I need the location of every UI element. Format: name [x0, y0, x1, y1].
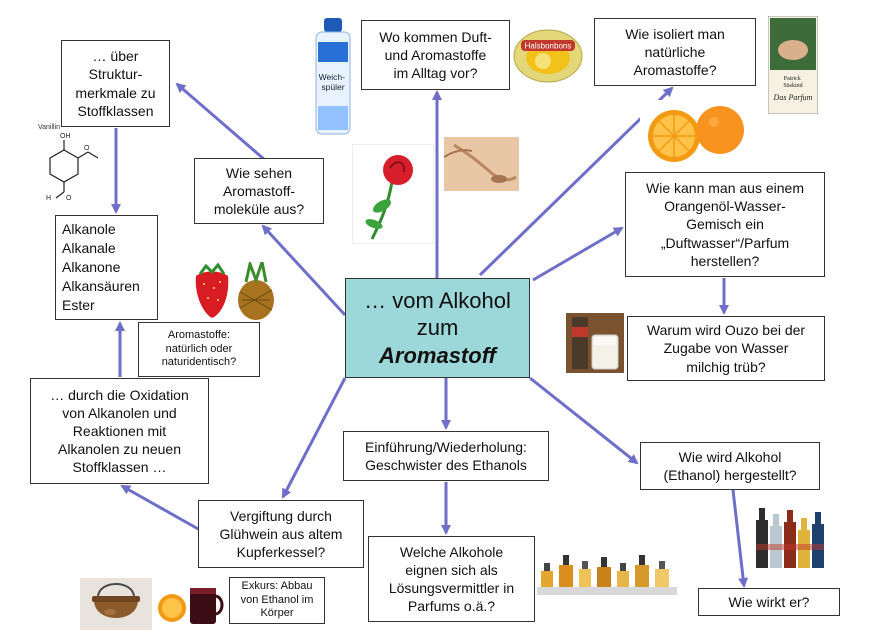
box-wie-kann: Wie kann man aus einem Orangenöl-Wasser-…	[625, 172, 825, 277]
svg-text:H: H	[46, 195, 51, 202]
stoffklasse-item: Ester	[62, 296, 95, 313]
book-cover-image: Patrick Süskind Das Parfum	[768, 16, 818, 114]
stoffklasse-item: Alkanale	[62, 239, 116, 256]
halsbonbons-label: Halsbonbons	[525, 42, 572, 51]
svg-text:O: O	[66, 195, 72, 202]
perfume-bottles-image	[537, 537, 677, 595]
arrow-wie-wird-to-wie-wirkt	[731, 489, 749, 588]
box-ouzo: Warum wird Ouzo bei der Zugabe von Wasse…	[627, 316, 825, 381]
center-topic: … vom Alkohol zum Aromastoff	[345, 278, 530, 378]
book-author-line-2: Süskind	[783, 83, 802, 89]
svg-text:Weich- spüler: Weich- spüler	[319, 72, 348, 92]
copper-kettle-image	[80, 578, 152, 630]
svg-text:OH: OH	[60, 133, 71, 140]
box-oxidation: … durch die Oxidation von Alkanolen und …	[30, 378, 209, 484]
stoffklasse-item: Alkanole	[62, 221, 116, 237]
center-line-1: … vom Alkohol	[364, 287, 511, 313]
arrow-to-wie-wird	[529, 376, 639, 465]
stoffklasse-item: Alkansäuren	[62, 277, 140, 294]
ouzo-image	[566, 313, 624, 373]
halsbonbons-image: Halsbonbons	[513, 29, 583, 83]
box-aromastoffe-natuerlich: Aromastoffe: natürlich oder naturidentis…	[138, 322, 260, 377]
box-strukturmerkmale: … über Struktur- merkmale zu Stoffklasse…	[61, 40, 170, 127]
box-wie-wird: Wie wird Alkohol (Ethanol) hergestellt?	[640, 442, 820, 490]
box-wie-sehen: Wie sehen Aromastoff- moleküle aus?	[194, 158, 324, 224]
box-wie-wirkt: Wie wirkt er?	[698, 588, 840, 616]
nose-image	[444, 137, 519, 191]
vanillin-label: Vanillin	[38, 124, 60, 131]
book-title: Das Parfum	[773, 93, 813, 102]
center-line-2: zum	[416, 315, 459, 341]
weichspueler-label-2: spüler	[321, 82, 344, 92]
box-wie-isoliert: Wie isoliert man natürliche Aromastoffe?	[594, 18, 756, 86]
weichspueler-label-1: Weich-	[319, 72, 345, 82]
box-welche-alkohole: Welche Alkohole eignen sich als Lösungsv…	[368, 536, 535, 622]
box-vergiftung: Vergiftung durch Glühwein aus altem Kupf…	[198, 500, 364, 568]
oranges-image	[640, 100, 748, 166]
center-line-3: Aromastoff	[379, 342, 496, 368]
arrow-to-vergiftung	[281, 377, 347, 499]
box-einfuehrung: Einführung/Wiederholung: Geschwister des…	[343, 431, 549, 481]
fabric-softener-image: Weich- spüler	[315, 18, 351, 135]
arrow-wie-sehen-to-struktur	[175, 82, 266, 162]
box-wo-kommen: Wo kommen Duft- und Aromastoffe im Allta…	[361, 20, 510, 90]
vanillin-structure-image: Vanillin OH O H O	[38, 124, 99, 202]
mulled-wine-image	[154, 578, 224, 630]
stoffklasse-item: Alkanone	[62, 258, 121, 275]
box-stoffklassen: Alkanole Alkanale Alkanone Alkansäuren E…	[55, 215, 158, 320]
arrow-to-wie-sehen	[261, 224, 347, 317]
arrow-to-wie-kann	[532, 226, 624, 282]
box-exkurs: Exkurs: Abbau von Ethanol im Körper	[229, 577, 325, 624]
liquor-bottles-image	[752, 500, 830, 570]
svg-text:O: O	[84, 145, 90, 152]
rose-image	[352, 144, 434, 244]
book-author-line-1: Patrick	[784, 76, 801, 82]
fruit-image	[195, 262, 274, 320]
arrow-vergiftung-to-oxidation	[120, 484, 201, 532]
svg-text:Patrick Süskind: Patrick Süskind	[783, 76, 802, 89]
